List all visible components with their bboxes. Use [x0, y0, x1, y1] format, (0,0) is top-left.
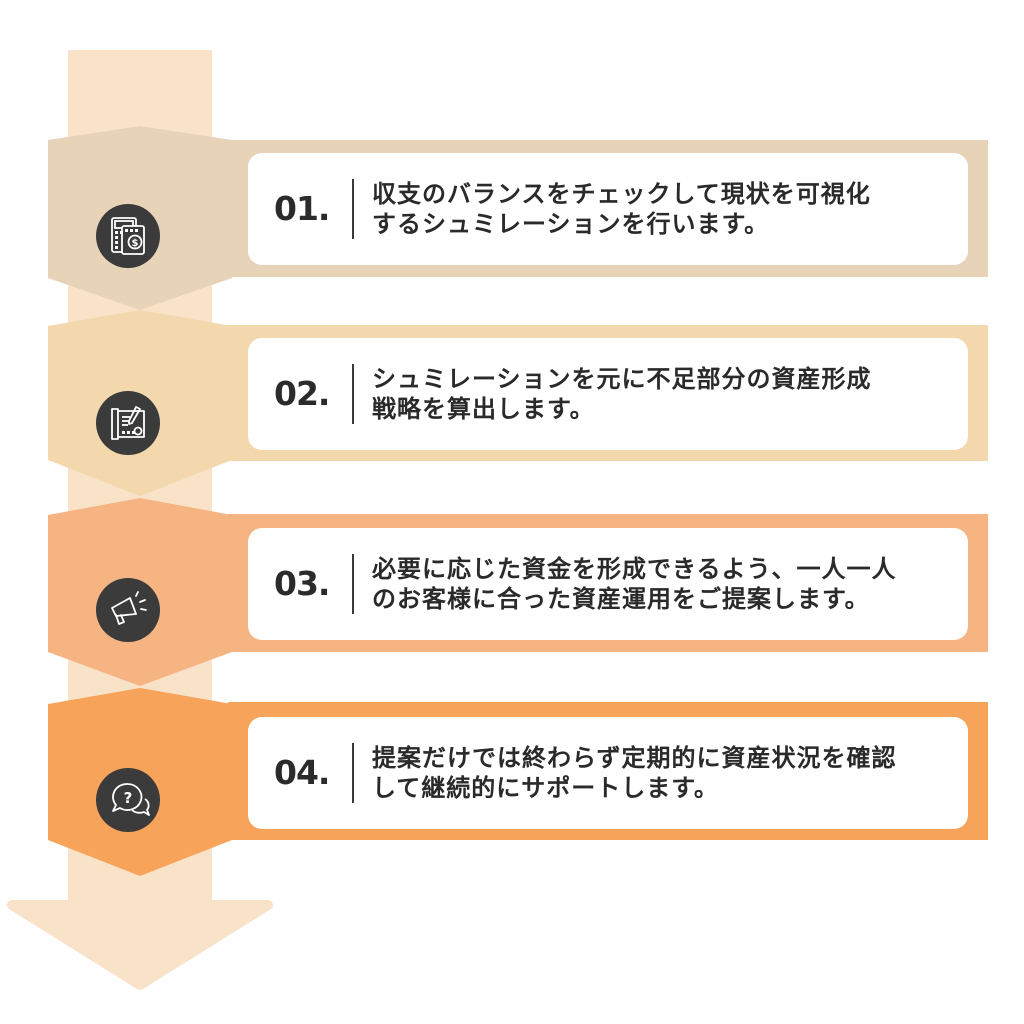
- plan-document-icon: [111, 406, 145, 440]
- step-description-line: 必要に応じた資金を形成できるよう、一人一人: [372, 554, 897, 583]
- step-card-2: 02. シュミレーションを元に不足部分の資産形成 戦略を算出します。: [248, 338, 968, 450]
- svg-text:$: $: [132, 238, 139, 249]
- step-description: シュミレーションを元に不足部分の資産形成 戦略を算出します。: [372, 338, 952, 450]
- step-number: 02.: [274, 374, 330, 413]
- step-number: 01.: [274, 189, 330, 228]
- step-1-icon-badge: $: [96, 204, 160, 268]
- step-description-line: するシュミレーションを行います。: [372, 209, 770, 238]
- step-divider: [352, 364, 354, 424]
- step-divider: [352, 743, 354, 803]
- step-description-line: のお客様に合った資産運用をご提案します。: [372, 584, 870, 613]
- step-description-line: 収支のバランスをチェックして現状を可視化: [372, 179, 871, 208]
- svg-text:?: ?: [124, 789, 133, 807]
- step-divider: [352, 179, 354, 239]
- question-chat-icon: ?: [112, 783, 150, 816]
- step-description-line: シュミレーションを元に不足部分の資産形成: [372, 364, 872, 393]
- step-description-line: 提案だけでは終わらず定期的に資産状況を確認: [372, 743, 897, 772]
- step-divider: [352, 554, 354, 614]
- step-card-3: 03. 必要に応じた資金を形成できるよう、一人一人 のお客様に合った資産運用をご…: [248, 528, 968, 640]
- step-description: 必要に応じた資金を形成できるよう、一人一人 のお客様に合った資産運用をご提案しま…: [372, 528, 952, 640]
- step-number: 04.: [274, 753, 330, 792]
- arrow-head: [7, 900, 273, 990]
- step-description-line: して継続的にサポートします。: [372, 773, 719, 802]
- megaphone-icon: [111, 591, 147, 625]
- step-number: 03.: [274, 564, 330, 603]
- step-description: 提案だけでは終わらず定期的に資産状況を確認 して継続的にサポートします。: [372, 717, 952, 829]
- step-card-4: 04. 提案だけでは終わらず定期的に資産状況を確認 して継続的にサポートします。: [248, 717, 968, 829]
- step-description: 収支のバランスをチェックして現状を可視化 するシュミレーションを行います。: [372, 153, 952, 265]
- step-description-line: 戦略を算出します。: [372, 394, 595, 423]
- calculator-icon: $: [111, 217, 145, 255]
- step-2-icon-badge: [96, 391, 160, 455]
- step-card-1: 01. 収支のバランスをチェックして現状を可視化 するシュミレーションを行います…: [248, 153, 968, 265]
- step-3-icon-badge: [96, 578, 160, 642]
- step-4-icon-badge: ?: [96, 768, 160, 832]
